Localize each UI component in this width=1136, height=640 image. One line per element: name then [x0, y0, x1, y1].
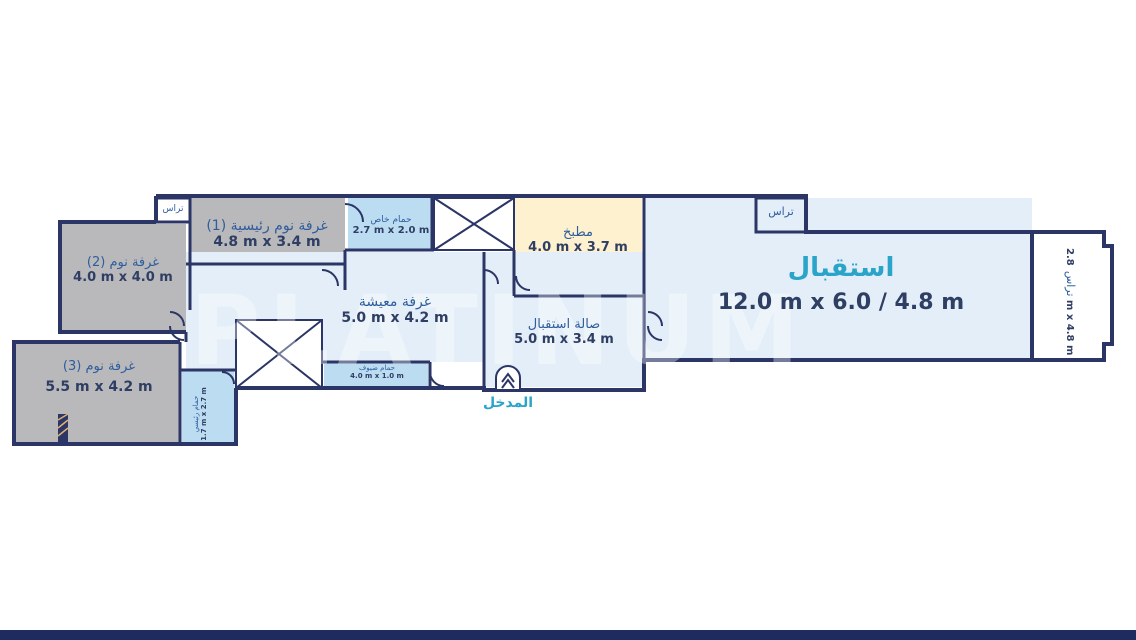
- terrace-right-label: تراس 2.8 m x 4.8 m: [1060, 242, 1082, 356]
- master-bedroom-label: غرفة نوم رئيسية (1) 4.8 m x 3.4 m: [196, 218, 338, 250]
- shaft-top: [433, 197, 515, 251]
- interior-walls: [154, 196, 808, 444]
- reception-hall-name: صالة استقبال: [527, 317, 601, 332]
- entrance-text: المدخل: [482, 395, 534, 411]
- reception-hall-area: [484, 252, 644, 387]
- terrace-top-left-label: تراس: [156, 204, 190, 214]
- terrace-top-left-name: تراس: [162, 204, 184, 214]
- main-bath-label: حمام رئيسي 1.7 m x 2.7 m: [192, 364, 220, 464]
- main-bath-dim: 1.7 m x 2.7 m: [200, 387, 208, 441]
- entrance-marker: [495, 365, 521, 391]
- living-label: غرفة معيشة 5.0 m x 4.2 m: [330, 294, 460, 326]
- kitchen-name: مطبخ: [563, 225, 593, 240]
- private-bath-label: حمام خاص 2.7 m x 2.0 m: [350, 215, 432, 237]
- bedroom2-dim: 4.0 m x 4.0 m: [73, 269, 173, 285]
- guest-bath-dim: 4.0 m x 1.0 m: [350, 372, 404, 381]
- terrace-top-right-label: تراس: [756, 205, 806, 219]
- bedroom3-dim: 5.5 m x 4.2 m: [45, 378, 153, 395]
- main-bath-area: [182, 370, 234, 442]
- bedroom3-label: غرفة نوم (3) 5.5 m x 4.2 m: [24, 359, 174, 395]
- guest-bath-label: حمام ضيوف 4.0 m x 1.0 m: [326, 364, 428, 380]
- reception-label: استقبال 12.0 m x 6.0 / 4.8 m: [676, 253, 1006, 315]
- reception-hall-dim: 5.0 m x 3.4 m: [514, 331, 614, 347]
- entrance-label: المدخل: [466, 395, 550, 411]
- kitchen-label: مطبخ 4.0 m x 3.7 m: [518, 225, 638, 256]
- bedroom2-name: غرفة نوم (2): [86, 255, 160, 270]
- shaft-bottom: [235, 319, 323, 389]
- terrace-right-name: تراس: [1064, 270, 1077, 297]
- reception-hall-label: صالة استقبال 5.0 m x 3.4 m: [496, 317, 632, 348]
- terrace-right-dim: 2.8 m x 4.8 m: [1064, 248, 1075, 356]
- private-bath-area: [348, 198, 432, 250]
- bedroom2-label: غرفة نوم (2) 4.0 m x 4.0 m: [62, 255, 184, 286]
- guest-bath-area: [324, 362, 428, 386]
- reception-area: [644, 198, 1032, 360]
- master-bedroom-name: غرفة نوم رئيسية (1): [206, 218, 328, 234]
- private-bath-name: حمام خاص: [370, 215, 412, 225]
- main-bath-name: حمام رئيسي: [192, 395, 200, 433]
- terrace-top-right-name: تراس: [768, 205, 794, 218]
- master-bedroom-dim: 4.8 m x 3.4 m: [213, 234, 321, 251]
- reception-dim: 12.0 m x 6.0 / 4.8 m: [717, 289, 965, 315]
- living-name: غرفة معيشة: [358, 294, 432, 310]
- reception-name: استقبال: [787, 253, 895, 283]
- doors: [169, 203, 663, 387]
- private-bath-dim: 2.7 m x 2.0 m: [352, 225, 430, 237]
- living-dim: 5.0 m x 4.2 m: [341, 310, 449, 327]
- bedroom2-area: [60, 224, 186, 332]
- bedroom3-name: غرفة نوم (3): [62, 359, 136, 374]
- kitchen-dim: 4.0 m x 3.7 m: [528, 239, 628, 255]
- bottom-bar: [0, 630, 1136, 640]
- stair-hatch: [57, 413, 69, 442]
- guest-bath-name: حمام ضيوف: [359, 364, 395, 372]
- bedroom3-area: [14, 344, 180, 442]
